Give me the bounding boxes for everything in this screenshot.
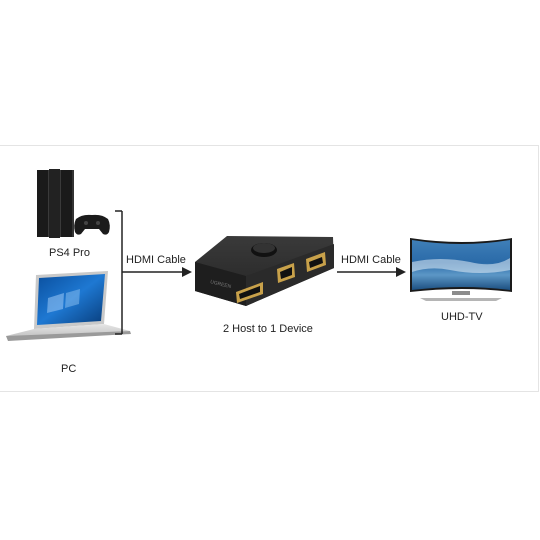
output-arrow bbox=[337, 267, 406, 277]
source-label-pc: PC bbox=[61, 363, 77, 375]
cable-in-label: HDMI Cable bbox=[126, 254, 186, 266]
target-label-tv: UHD-TV bbox=[441, 311, 483, 323]
hdmi-switch-icon: UGREEN bbox=[195, 236, 334, 306]
input-arrow bbox=[122, 267, 192, 277]
switch-brand: UGREEN bbox=[210, 279, 233, 290]
input-bracket bbox=[115, 210, 123, 335]
tv-icon bbox=[410, 238, 512, 301]
switch-label: 2 Host to 1 Device bbox=[223, 323, 313, 335]
ps4-console-icon bbox=[37, 169, 110, 238]
source-label-ps4: PS4 Pro bbox=[49, 247, 90, 259]
laptop-icon bbox=[6, 271, 131, 341]
cable-out-label: HDMI Cable bbox=[341, 254, 401, 266]
